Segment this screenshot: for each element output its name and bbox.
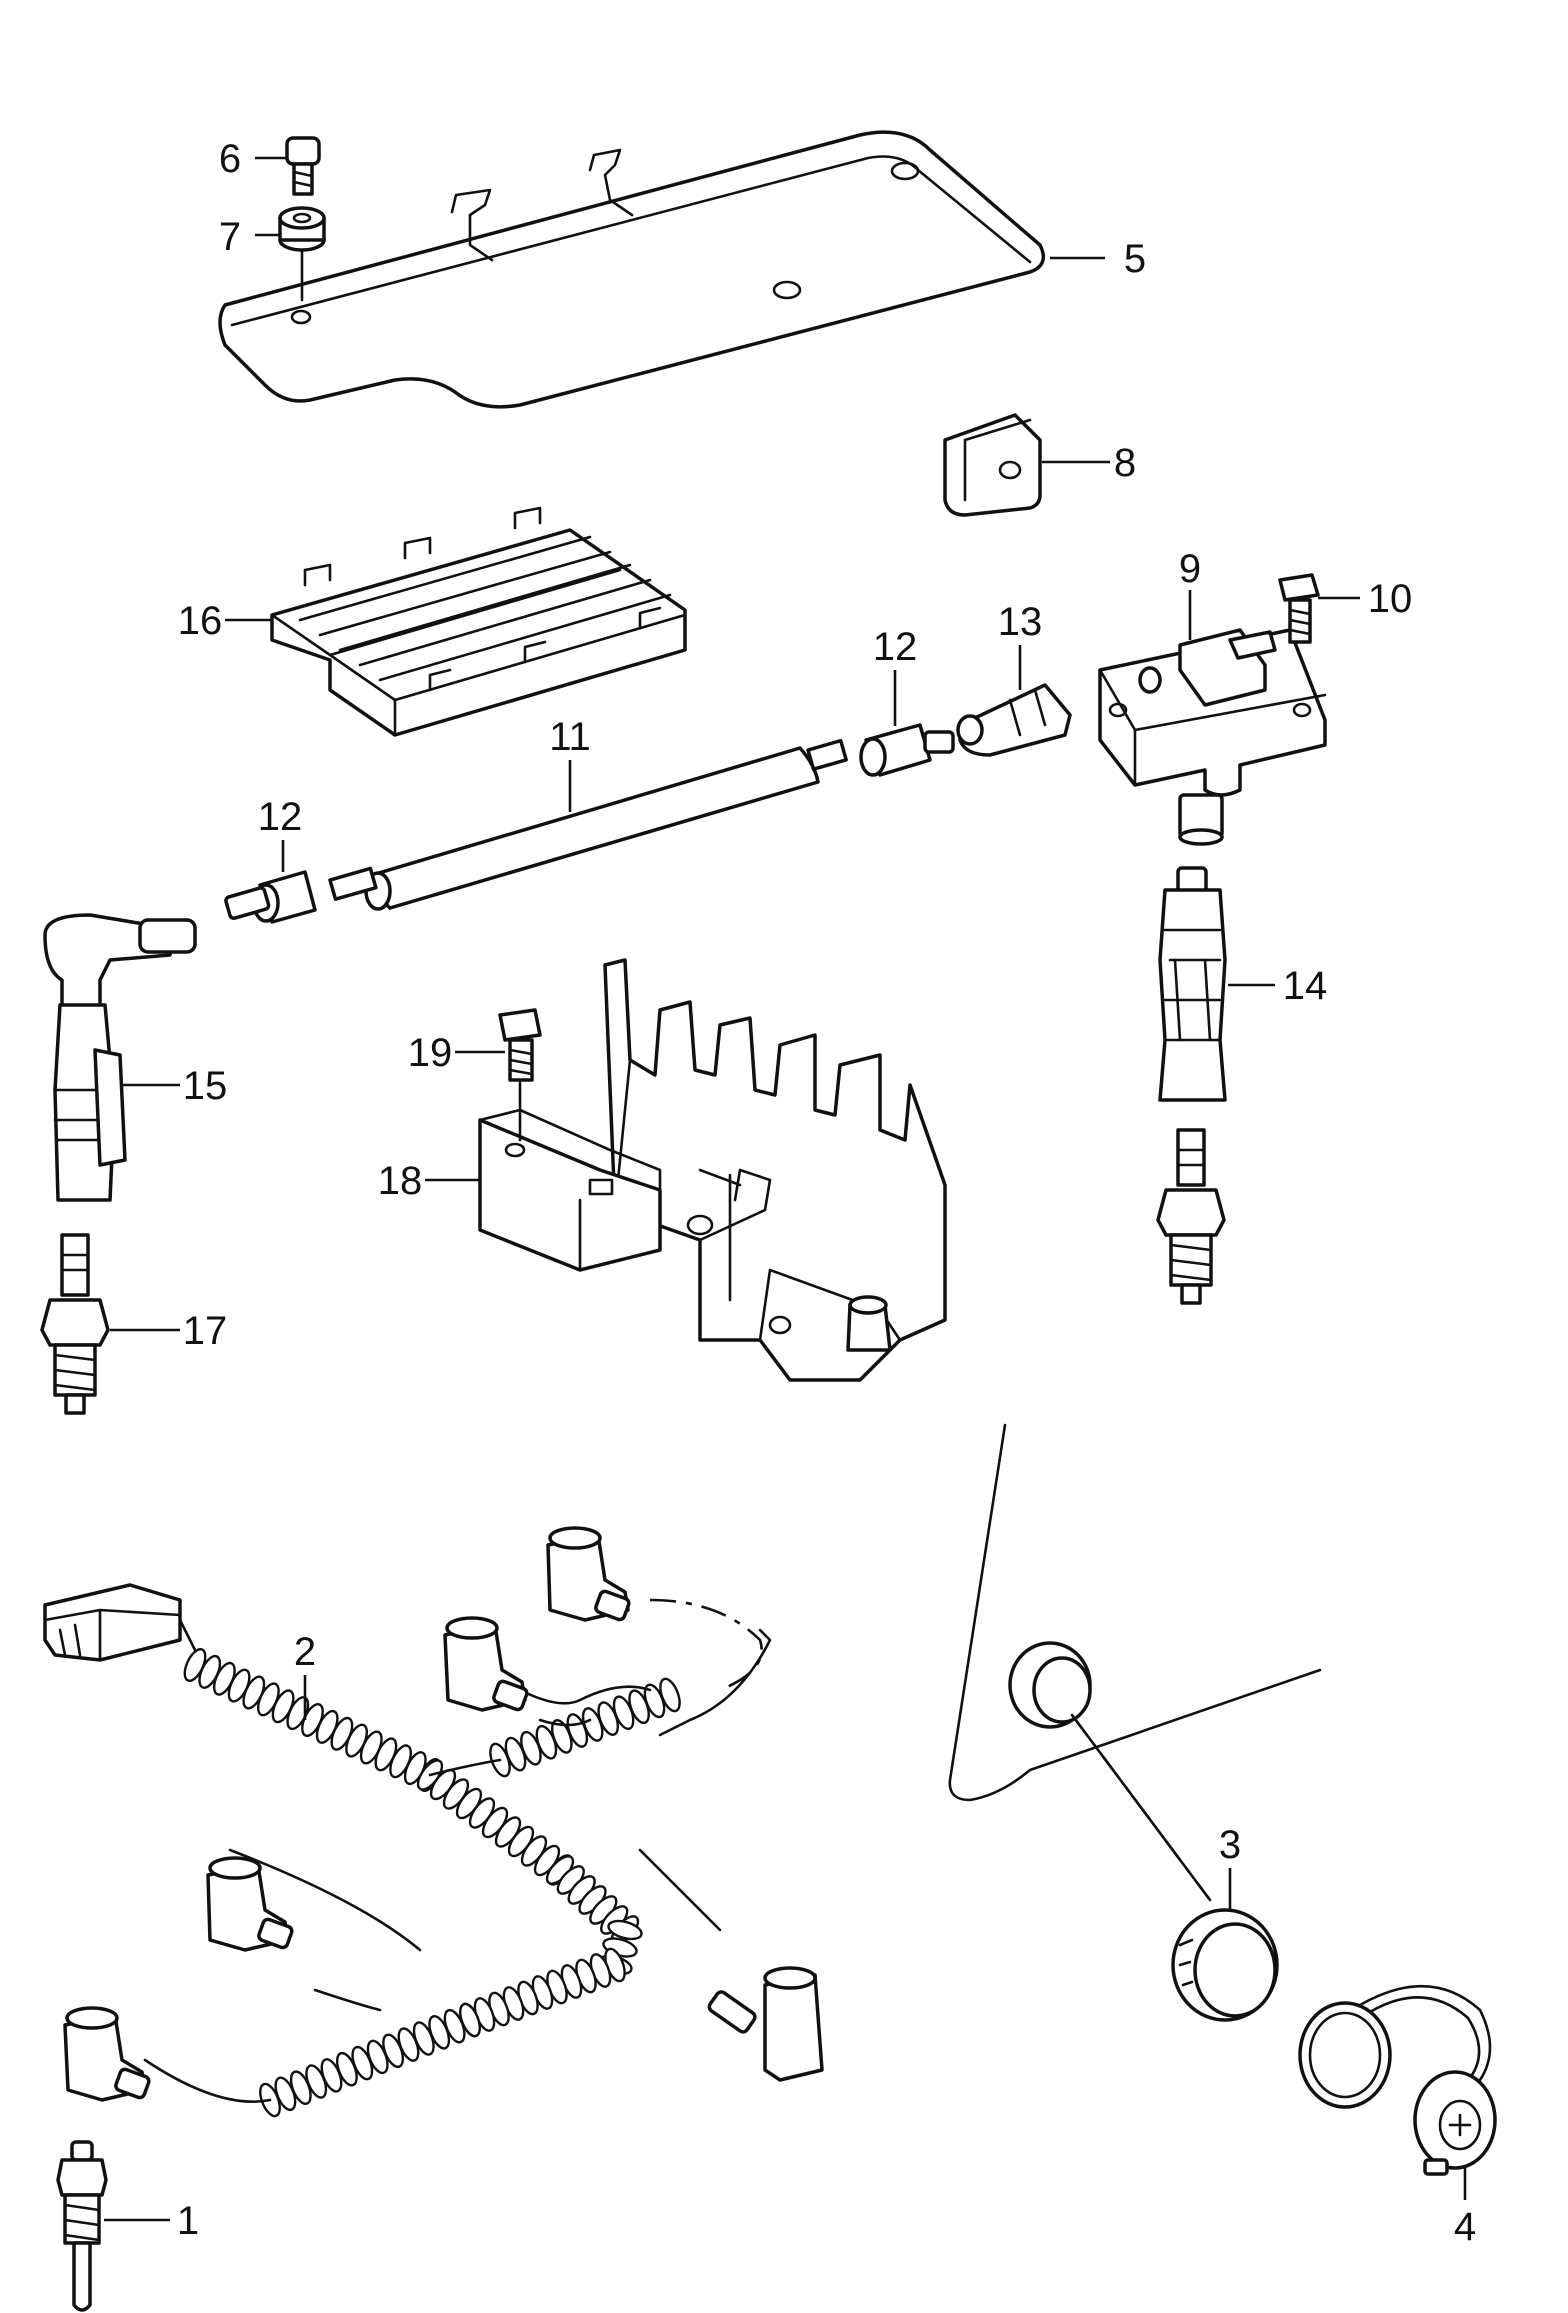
clip-part-8 [943, 413, 1110, 517]
wiring-harness-part-2 [43, 1526, 824, 2118]
spark-plug-part-17 [40, 1233, 180, 1415]
callout-11: 11 [549, 715, 591, 759]
spark-plug-right [1156, 1128, 1226, 1305]
callout-8: 8 [1114, 441, 1136, 485]
callout-12-upper: 12 [873, 625, 918, 669]
engine-cover-part-5 [218, 130, 1105, 409]
holder-bracket [603, 958, 947, 1382]
spark-plug-connector-part-14 [1158, 866, 1275, 1102]
ignition-lead-part-11 [328, 738, 848, 911]
end-cap-part-12-lower [224, 840, 317, 924]
callout-15: 15 [183, 1064, 228, 1108]
ring-part-3 [1171, 1868, 1279, 2022]
bolt-part-6 [255, 136, 321, 196]
glow-plug-part-1 [56, 2140, 170, 2312]
callout-10: 10 [1368, 577, 1413, 621]
callout-3: 3 [1219, 1823, 1241, 1867]
connector-part-13 [956, 645, 1072, 757]
mounting-socket [1008, 1641, 1212, 1902]
callout-19: 19 [408, 1031, 453, 1075]
spark-plug-connector-part-15 [43, 913, 197, 1202]
callout-16: 16 [178, 599, 223, 643]
ignition-coil-part-9 [1098, 590, 1327, 846]
callout-13: 13 [998, 600, 1043, 644]
end-cap-part-12-upper [859, 670, 955, 777]
callout-2: 2 [294, 1630, 316, 1674]
bolt-part-10 [1278, 573, 1360, 644]
callout-14: 14 [1283, 964, 1328, 1008]
bolt-part-19 [455, 1008, 542, 1142]
callout-7: 7 [219, 215, 241, 259]
callout-5: 5 [1124, 237, 1146, 281]
callout-9: 9 [1179, 547, 1201, 591]
callout-1: 1 [177, 2199, 199, 2243]
bracket-plate-part-18 [425, 1108, 662, 1272]
cap-with-strap-part-4 [1298, 1984, 1497, 2200]
harness-sleeve [183, 1648, 681, 2118]
body-panel-section [948, 1423, 1322, 1802]
callout-6: 6 [219, 137, 241, 181]
grommet-part-7 [255, 206, 326, 302]
callout-12-lower: 12 [258, 795, 303, 839]
callout-4: 4 [1454, 2205, 1476, 2249]
callout-18: 18 [378, 1159, 423, 1203]
connector-cover-part-16 [225, 506, 687, 737]
callout-17: 17 [183, 1309, 228, 1353]
